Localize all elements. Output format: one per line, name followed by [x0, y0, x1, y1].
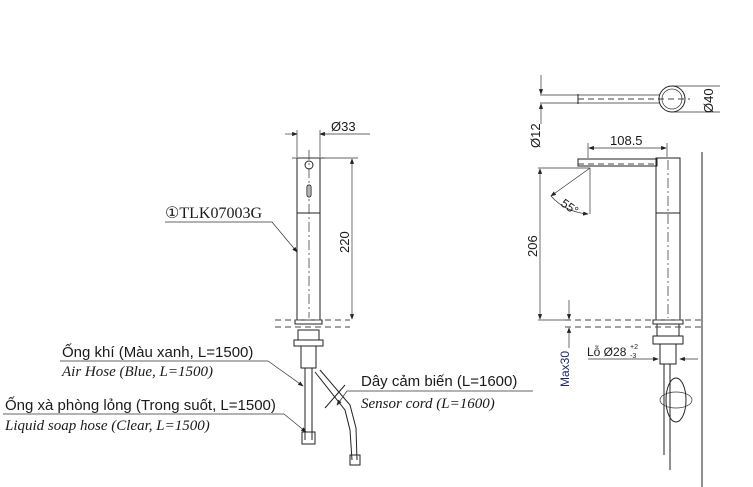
- hole-tolerance-upper: +2: [630, 344, 638, 351]
- front-view-faucet: [292, 150, 361, 466]
- hole-tolerance-lower: -3: [630, 353, 636, 360]
- hole-label: Lỗ Ø28: [587, 344, 627, 359]
- dim-top-diameter: Ø40: [701, 88, 716, 113]
- dim-side-height: 206: [525, 235, 540, 257]
- dim-reach: 108.5: [610, 133, 643, 148]
- side-dimensions: [537, 143, 703, 362]
- dim-max-thickness: Max30: [558, 351, 572, 387]
- dim-front-diameter: Ø33: [331, 119, 356, 134]
- dim-spout-diameter: Ø12: [528, 123, 543, 148]
- front-dimensions: [275, 130, 370, 328]
- model-label: ①TLK07003G: [165, 205, 262, 222]
- side-view-faucet: [577, 152, 703, 487]
- soap-hose-label-en: Liquid soap hose (Clear, L=1500): [4, 418, 210, 434]
- dim-angle: 55°: [558, 196, 581, 218]
- air-hose-label-en: Air Hose (Blue, L=1500): [61, 364, 213, 380]
- dim-front-height: 220: [337, 231, 352, 253]
- sensor-cord-label-vi: Dây cảm biến (L=1600): [361, 373, 517, 390]
- sensor-cord-label-en: Sensor cord (L=1600): [361, 396, 495, 412]
- top-view: [538, 75, 720, 124]
- soap-hose-label-vi: Ống xà phòng lỏng (Trong suốt, L=1500): [5, 396, 276, 414]
- air-hose-label-vi: Ống khí (Màu xanh, L=1500): [62, 343, 253, 361]
